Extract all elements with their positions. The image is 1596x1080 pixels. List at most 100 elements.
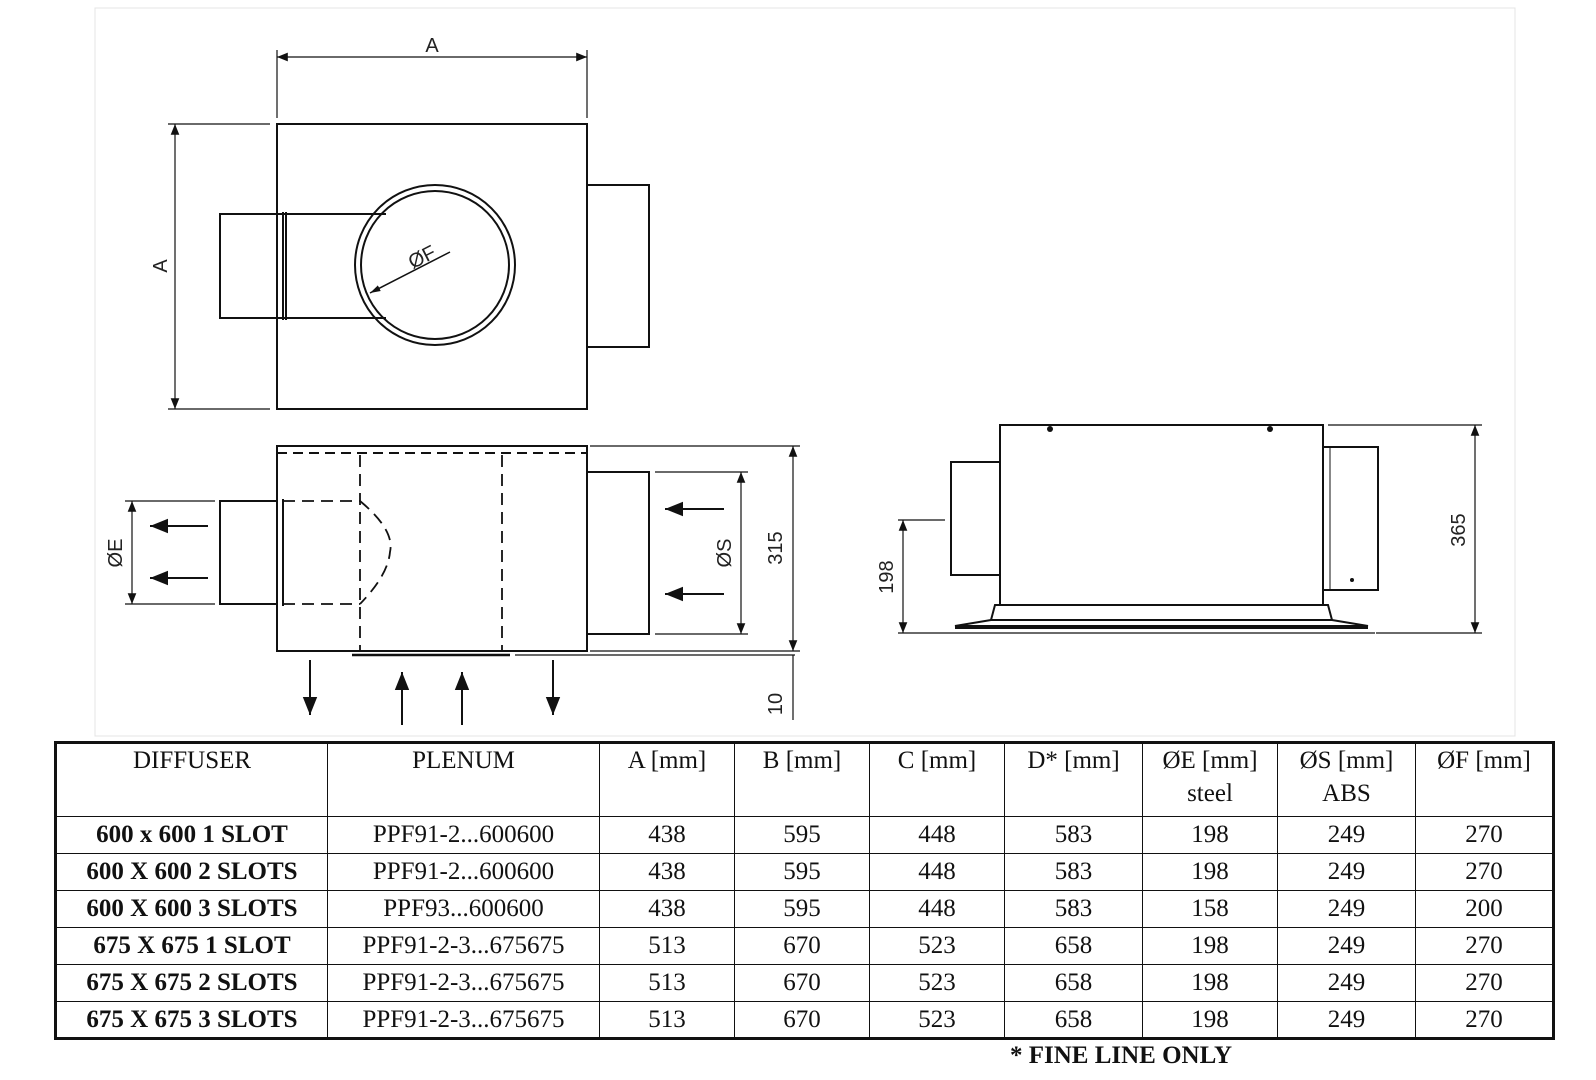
column-header-label: D* [mm] — [1027, 747, 1120, 774]
table-cell: 270 — [1415, 1001, 1554, 1039]
dim-10-label: 10 — [765, 693, 787, 715]
table-cell: 658 — [1004, 927, 1143, 965]
column-header: ØE [mm] steel — [1142, 742, 1278, 817]
table-cell: 158 — [1142, 890, 1278, 928]
table-cell: 513 — [599, 964, 735, 1002]
dim-315-label: 315 — [765, 531, 787, 564]
table-header-row: DIFFUSER PLENUM A [mm] B [mm] C [mm] D* [mm] Ø… — [55, 742, 1554, 817]
table-cell: 513 — [599, 1001, 735, 1039]
top-view-box — [276, 123, 588, 410]
table-cell: 513 — [599, 927, 735, 965]
table-cell: PPF91-2-3...675675 — [327, 1001, 600, 1039]
side-view-right-spigot — [1322, 446, 1379, 591]
table-cell: 198 — [1142, 964, 1278, 1002]
table-cell: PPF91-2...600600 — [327, 853, 600, 891]
table-cell: PPF91-2...600600 — [327, 816, 600, 854]
table-cell: 448 — [869, 890, 1005, 928]
column-header-label: A [mm] — [627, 747, 707, 774]
table-cell: PPF91-2-3...675675 — [327, 964, 600, 1002]
column-header-sublabel: ABS — [1322, 780, 1371, 807]
table-cell: 600 X 600 2 SLOTS — [55, 853, 328, 891]
table-cell: PPF91-2-3...675675 — [327, 927, 600, 965]
table-cell: 249 — [1277, 853, 1416, 891]
table-cell: 595 — [734, 853, 870, 891]
table-cell: 198 — [1142, 853, 1278, 891]
table-cell: 198 — [1142, 927, 1278, 965]
table-cell: 600 X 600 3 SLOTS — [55, 890, 328, 928]
table-cell: 670 — [734, 964, 870, 1002]
side-view-box — [999, 424, 1324, 606]
column-header-label: C [mm] — [897, 747, 977, 774]
top-view-outlet-circle — [354, 184, 516, 346]
phi-s-label: ØS — [714, 539, 736, 568]
column-header-label: ØF [mm] — [1437, 747, 1531, 774]
table-cell: 438 — [599, 890, 735, 928]
front-view-box — [276, 445, 588, 652]
table-cell: 270 — [1415, 964, 1554, 1002]
column-header: DIFFUSER — [55, 742, 328, 817]
footnote: * FINE LINE ONLY — [1010, 1042, 1233, 1069]
column-header: D* [mm] — [1004, 742, 1143, 817]
table-cell: PPF93...600600 — [327, 890, 600, 928]
table-cell: 270 — [1415, 853, 1554, 891]
column-header-label: ØE [mm] — [1162, 747, 1258, 774]
side-view-left-spigot — [950, 461, 1001, 576]
top-view — [219, 123, 650, 410]
table-cell: 198 — [1142, 816, 1278, 854]
column-header: PLENUM — [327, 742, 600, 817]
table-cell: 675 X 675 3 SLOTS — [55, 1001, 328, 1039]
table-cell: 249 — [1277, 890, 1416, 928]
table-cell: 249 — [1277, 927, 1416, 965]
table-cell: 249 — [1277, 1001, 1416, 1039]
table-cell: 583 — [1004, 890, 1143, 928]
table-cell: 675 X 675 2 SLOTS — [55, 964, 328, 1002]
phi-e-label: ØE — [105, 539, 127, 568]
dim-a-side-label: A — [150, 259, 172, 273]
table-cell: 448 — [869, 816, 1005, 854]
column-header-label: B [mm] — [762, 747, 842, 774]
table-cell: 595 — [734, 816, 870, 854]
side-view — [950, 424, 1379, 629]
dim-198-label: 198 — [876, 560, 898, 593]
top-view-left-spigot — [219, 213, 278, 319]
table-cell: 600 x 600 1 SLOT — [55, 816, 328, 854]
table-cell: 438 — [599, 816, 735, 854]
column-header: ØF [mm] — [1415, 742, 1554, 817]
drawing-frame — [94, 7, 1516, 737]
front-view-right-spigot — [586, 471, 650, 635]
table-cell: 270 — [1415, 816, 1554, 854]
table-cell: 523 — [869, 964, 1005, 1002]
table-cell: 249 — [1277, 816, 1416, 854]
table-cell: 523 — [869, 927, 1005, 965]
table-cell: 198 — [1142, 1001, 1278, 1039]
column-header-sublabel: steel — [1187, 780, 1233, 807]
column-header: B [mm] — [734, 742, 870, 817]
table-cell: 583 — [1004, 816, 1143, 854]
phi-f-label: ØF — [405, 242, 440, 274]
table-cell: 595 — [734, 890, 870, 928]
table-cell: 249 — [1277, 964, 1416, 1002]
column-header: C [mm] — [869, 742, 1005, 817]
table-cell: 583 — [1004, 853, 1143, 891]
column-header: ØS [mm] ABS — [1277, 742, 1416, 817]
side-view-diffuser-plate — [989, 604, 1334, 621]
column-header: A [mm] — [599, 742, 735, 817]
top-view-right-spigot — [586, 184, 650, 348]
column-header-label: ØS [mm] — [1299, 747, 1394, 774]
table-cell: 658 — [1004, 964, 1143, 1002]
column-header-label: DIFFUSER — [132, 747, 252, 774]
column-header-label: PLENUM — [412, 747, 515, 774]
table-cell: 448 — [869, 853, 1005, 891]
front-view-left-spigot — [219, 500, 278, 605]
front-section-view — [219, 445, 795, 657]
table-cell: 670 — [734, 927, 870, 965]
technical-drawing: A A ØF — [94, 7, 1516, 737]
dim-365-label: 365 — [1448, 513, 1470, 546]
dim-a-top-label: A — [425, 35, 439, 57]
